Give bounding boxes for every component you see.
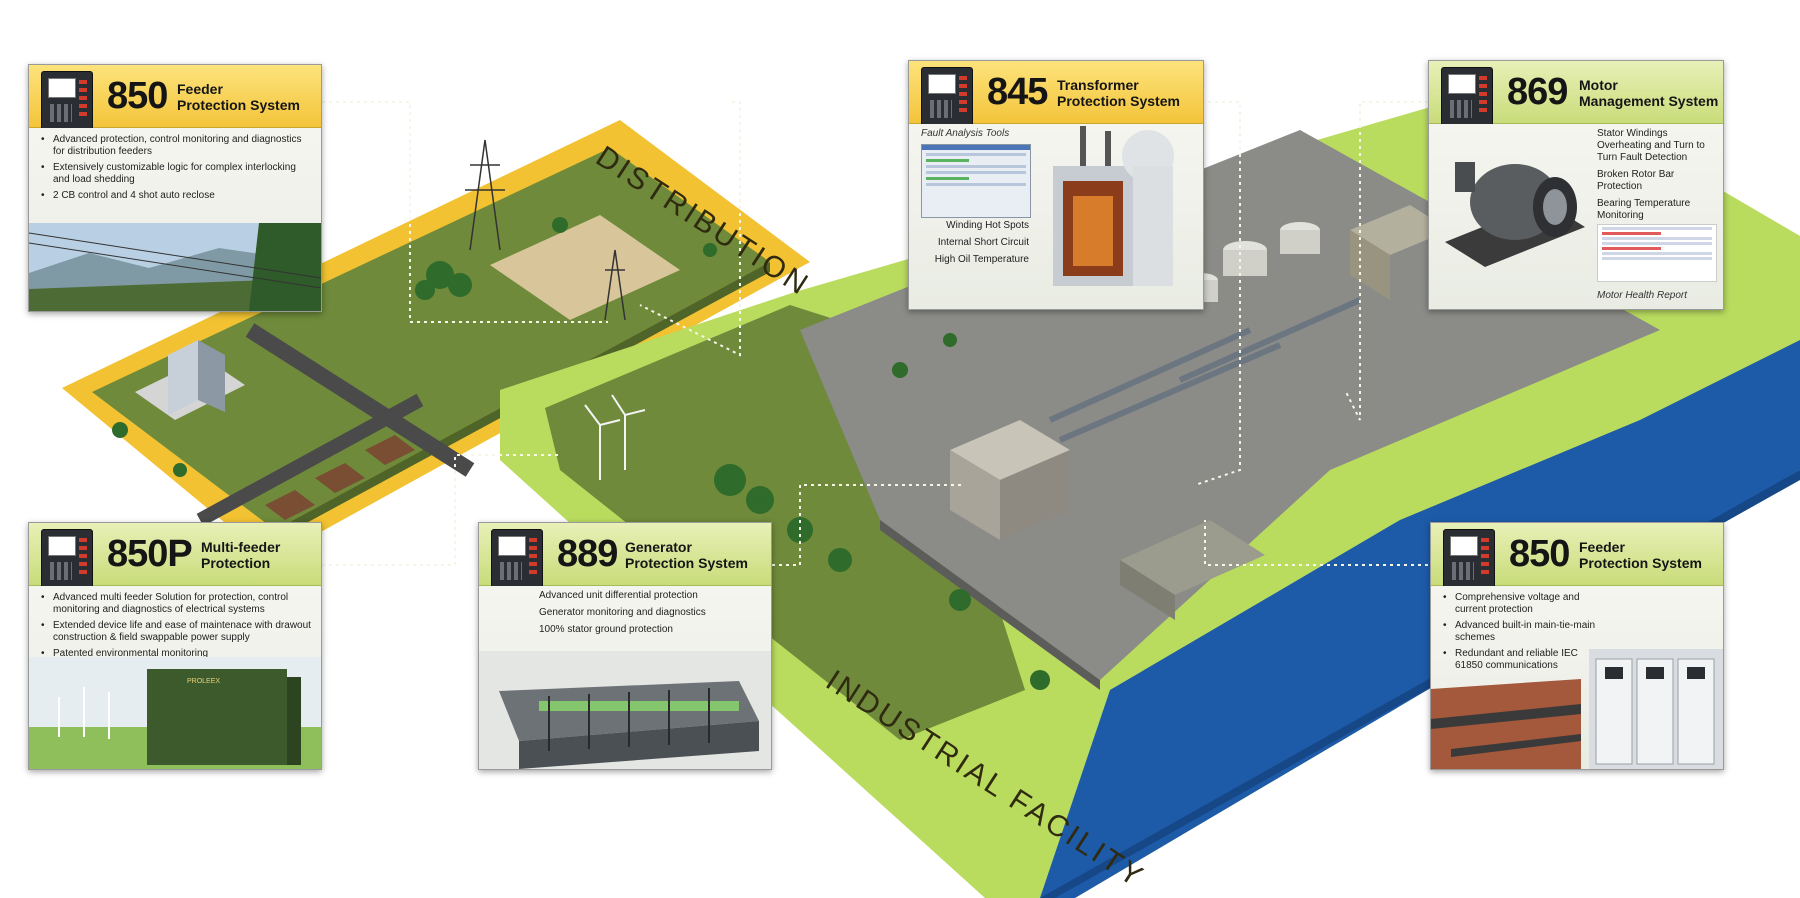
feature-item: Comprehensive voltage and current protec… bbox=[1443, 592, 1603, 616]
card-model-number: 850P bbox=[107, 533, 193, 575]
card-body: Fault Analysis Tools Winding Hot Spots I… bbox=[909, 124, 1203, 309]
generator-illustration bbox=[479, 651, 771, 769]
card-model-number: 889 bbox=[557, 533, 618, 575]
connector-lines bbox=[322, 101, 1428, 566]
card-model-number: 869 bbox=[1507, 71, 1568, 113]
generator-callouts: Advanced unit differential protection Ge… bbox=[539, 590, 764, 641]
callout: 100% stator ground protection bbox=[539, 624, 673, 635]
feature-item: Extensively customizable logic for compl… bbox=[41, 162, 311, 186]
industrial-buildings bbox=[950, 205, 1450, 620]
feature-item: Advanced multi feeder Solution for prote… bbox=[41, 592, 311, 616]
feature-item: Advanced protection, control monitoring … bbox=[41, 134, 311, 158]
landscape-photo bbox=[29, 223, 321, 311]
card-model-number: 845 bbox=[987, 71, 1048, 113]
callout: High Oil Temperature bbox=[934, 254, 1029, 265]
houses bbox=[265, 435, 415, 520]
callout: Winding Hot Spots bbox=[946, 220, 1029, 231]
motor-health-report-thumbnail bbox=[1597, 224, 1717, 282]
card-body: Comprehensive voltage and current protec… bbox=[1431, 586, 1723, 769]
callout: Stator Windings Overheating and Turn to … bbox=[1597, 128, 1705, 163]
callout: Broken Rotor Bar Protection bbox=[1597, 169, 1675, 192]
card-model-number: 850 bbox=[1509, 533, 1570, 575]
relay-device-icon bbox=[41, 71, 93, 131]
tree-icon bbox=[112, 217, 717, 477]
callout: Advanced unit differential protection bbox=[539, 590, 698, 601]
motor-illustration bbox=[1445, 162, 1585, 267]
card-body: Advanced protection, control monitoring … bbox=[29, 128, 321, 311]
transformer-callouts: Winding Hot Spots Internal Short Circuit… bbox=[917, 220, 1029, 271]
feature-item: Advanced built-in main-tie-main schemes bbox=[1443, 620, 1603, 644]
distribution-road bbox=[245, 323, 475, 477]
feature-item: Extended device life and ease of mainten… bbox=[41, 620, 311, 644]
relay-device-icon bbox=[41, 529, 93, 589]
feature-list: Advanced multi feeder Solution for prote… bbox=[41, 592, 311, 664]
water bbox=[1040, 340, 1800, 898]
card-body: Advanced unit differential protection Ge… bbox=[479, 586, 771, 769]
transformer-illustration bbox=[1053, 126, 1174, 286]
motor-callouts: Stator Windings Overheating and Turn to … bbox=[1597, 128, 1719, 227]
fault-analysis-tools-label: Fault Analysis Tools bbox=[921, 128, 1010, 139]
transmission-tower-icon bbox=[465, 139, 626, 321]
brand-plate: PROLEEX bbox=[187, 678, 220, 685]
substation-pad bbox=[490, 215, 680, 320]
motor-health-report-label: Motor Health Report bbox=[1597, 290, 1688, 301]
feature-item: 2 CB control and 4 shot auto reclose bbox=[41, 190, 311, 202]
wind-turbine-icon bbox=[584, 394, 646, 480]
feature-list: Comprehensive voltage and current protec… bbox=[1443, 592, 1603, 676]
relay-device-icon bbox=[921, 67, 973, 127]
card-body: Stator Windings Overheating and Turn to … bbox=[1429, 124, 1723, 309]
card-body: Advanced multi feeder Solution for prote… bbox=[29, 586, 321, 769]
card-model-number: 850 bbox=[107, 75, 168, 117]
relay-device-icon bbox=[491, 529, 543, 589]
relay-device-icon bbox=[1441, 67, 1493, 127]
pipe-racks bbox=[1048, 297, 1362, 443]
callout: Generator monitoring and diagnostics bbox=[539, 607, 706, 618]
callout: Internal Short Circuit bbox=[937, 237, 1029, 248]
padmount-switchgear-photo: PROLEEX bbox=[29, 657, 321, 769]
callout: Bearing Temperature Monitoring bbox=[1597, 198, 1691, 221]
relay-device-icon bbox=[1443, 529, 1495, 589]
fault-analysis-screenshot bbox=[921, 144, 1031, 218]
feature-item: Redundant and reliable IEC 61850 communi… bbox=[1443, 648, 1603, 672]
industrial-trees bbox=[714, 333, 1050, 690]
building-icon bbox=[135, 340, 245, 420]
switchgear-illustration bbox=[1431, 649, 1723, 769]
feature-list: Advanced protection, control monitoring … bbox=[41, 134, 311, 206]
feature-item: Patented environmental monitoring bbox=[41, 648, 311, 660]
